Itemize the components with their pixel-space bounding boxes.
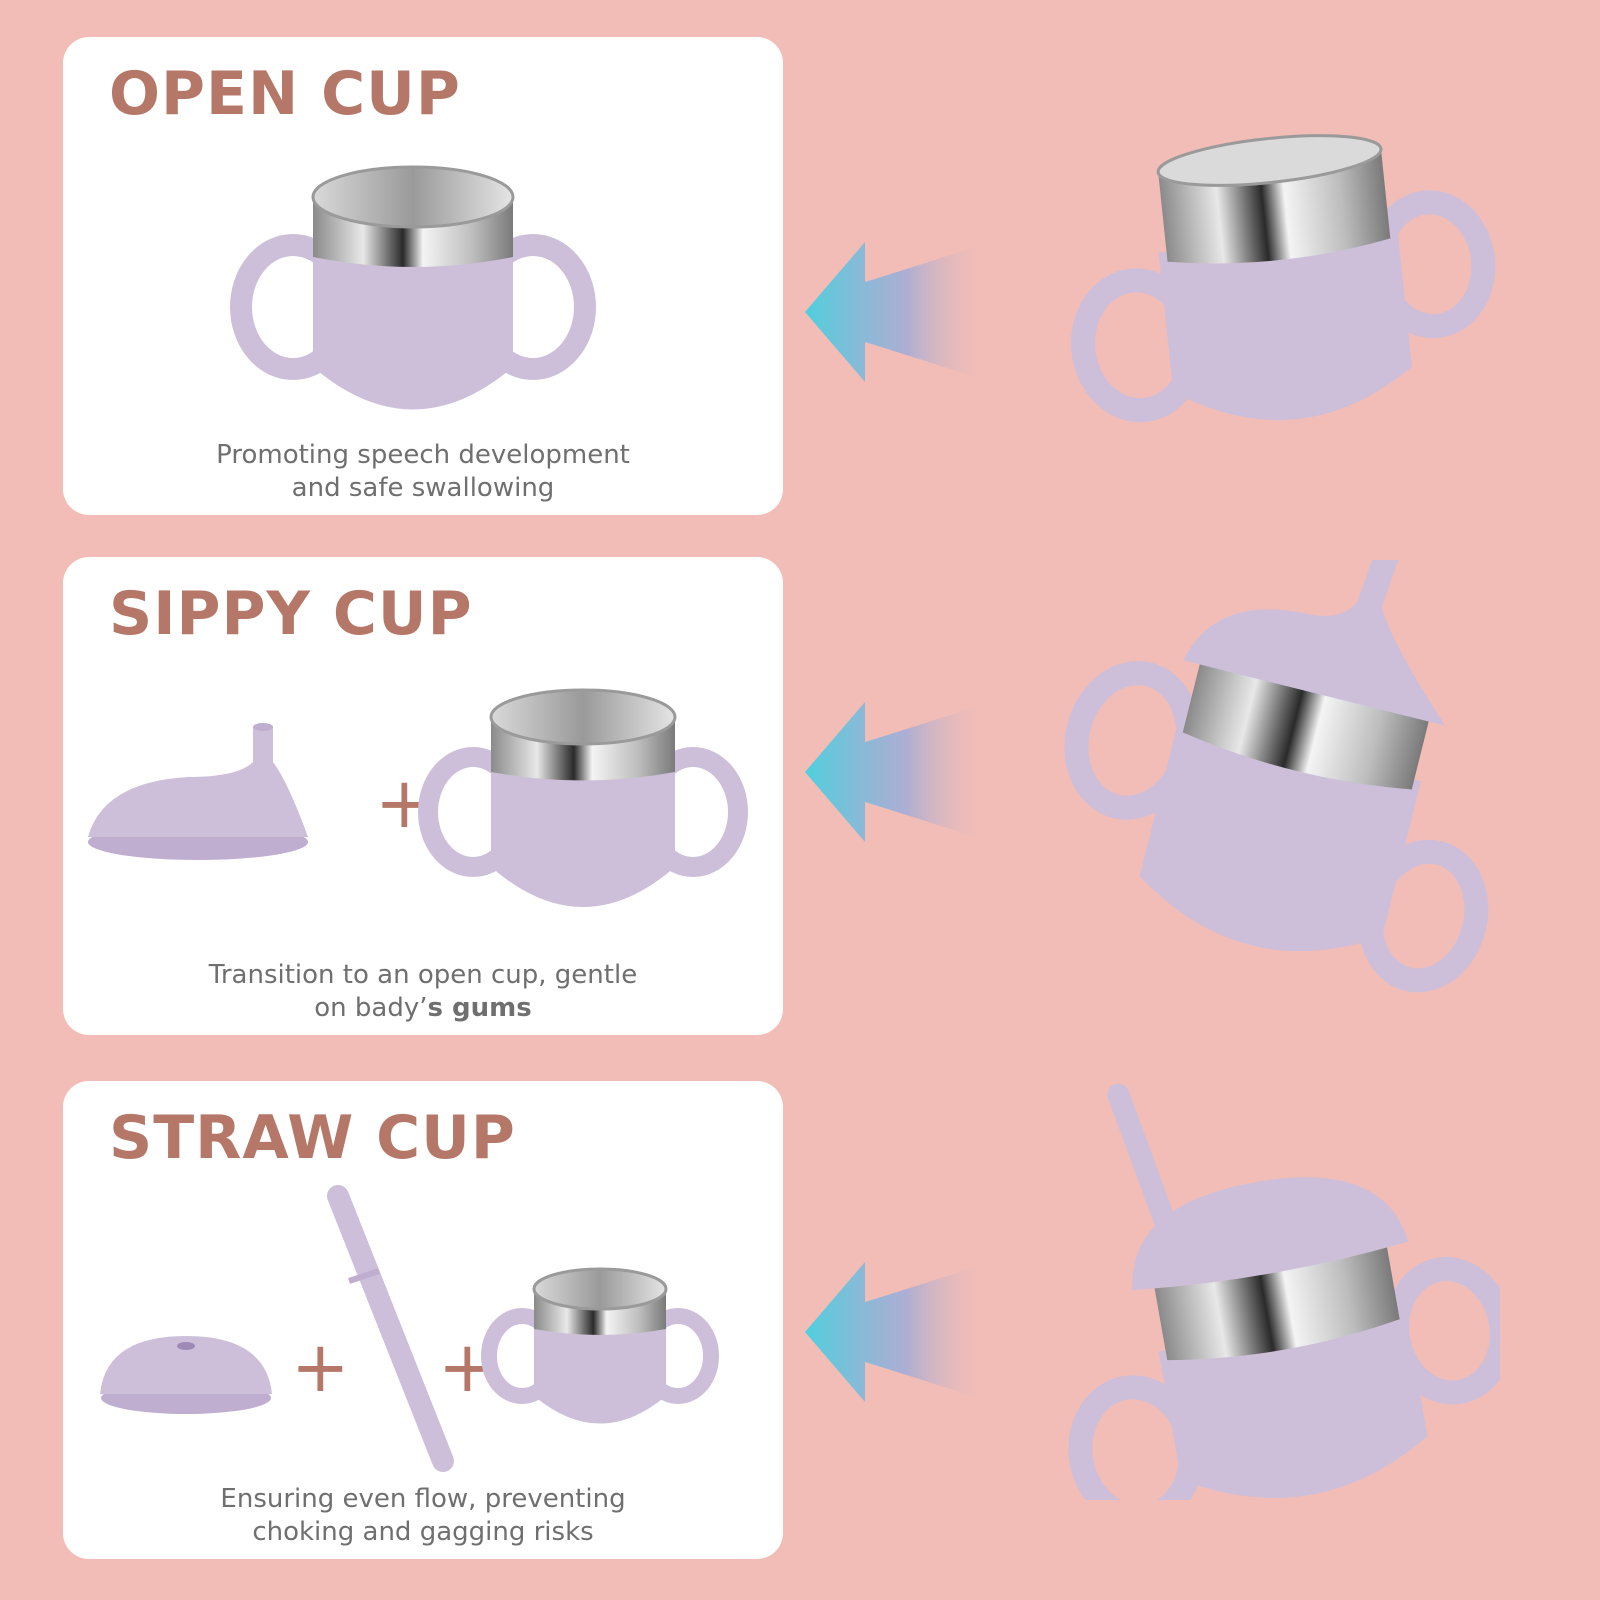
straw-cup-illustration: + + <box>100 1185 719 1472</box>
straw-icon <box>327 1185 454 1472</box>
open-cup-icon <box>230 165 596 410</box>
arrow-left-icon <box>805 1262 990 1402</box>
card-title: SIPPY CUP <box>109 579 473 649</box>
desc-line-2: and safe swallowing <box>291 473 555 503</box>
card-title: STRAW CUP <box>109 1103 516 1173</box>
card-title: OPEN CUP <box>109 59 461 129</box>
desc-line-2-bold: s gums <box>427 993 532 1023</box>
sippy-lid-icon <box>88 723 308 860</box>
sippy-cup-illustration: + <box>88 688 748 907</box>
card-straw-cup: STRAW CUP + + Ensuring even flow, preven… <box>63 1081 783 1559</box>
sippy-cup-hero-image <box>1064 560 1489 993</box>
open-cup-hero-image <box>1071 134 1496 423</box>
desc-line-1: Promoting speech development <box>216 440 630 470</box>
straw-cup-hero-image <box>1068 1083 1500 1500</box>
card-open-cup: OPEN CUP Promoting speech development an… <box>63 37 783 515</box>
desc-line-1: Transition to an open cup, gentle <box>208 960 638 990</box>
desc-line-1: Ensuring even flow, preventing <box>220 1484 626 1514</box>
desc-line-2: choking and gagging risks <box>252 1517 594 1547</box>
card-sippy-cup: SIPPY CUP + Transition to an open cup, g… <box>63 557 783 1035</box>
plus-sign: + <box>291 1326 350 1408</box>
open-cup-icon <box>481 1267 719 1424</box>
straw-lid-icon <box>100 1336 272 1414</box>
arrow-left-icon <box>805 702 990 842</box>
open-cup-icon <box>418 688 748 907</box>
desc-line-2: on bady’ <box>314 993 428 1023</box>
arrow-left-icon <box>805 242 990 382</box>
